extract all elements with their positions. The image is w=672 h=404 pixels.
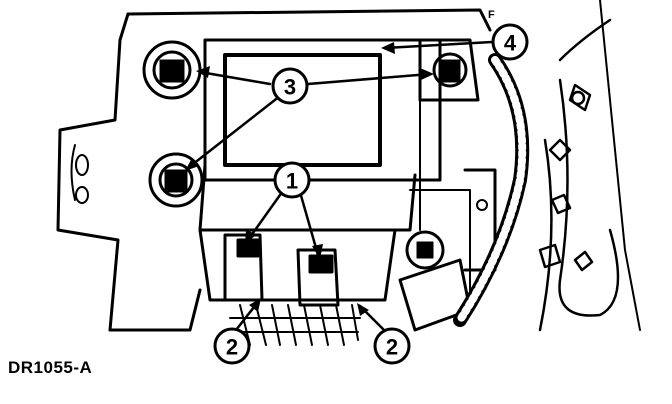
callout-4: 4 [491,23,529,61]
callout-2-right: 2 [373,327,411,365]
ground-bolt [405,230,445,270]
callout-1-label: 1 [286,169,298,194]
leader-arrowheads [185,42,434,316]
callout-4-label: 4 [504,31,517,56]
callout-2-left-label: 2 [226,335,238,360]
callout-3-label: 3 [284,75,296,100]
callout-2-left: 2 [213,327,251,365]
mount-bolt-upper-left [142,40,202,100]
mounting-bracket [56,8,492,332]
callout-1: 1 [273,161,311,199]
electrical-connector-left [223,233,264,302]
callout-2-right-label: 2 [386,335,398,360]
mount-bolt-lower-left [148,152,204,208]
callout-3: 3 [271,67,309,105]
right-side-cables [538,0,641,332]
figure-code: DR1055-A [8,358,93,377]
control-module-body [198,38,471,302]
corner-mark: F [488,9,495,21]
mount-bolt-upper-right [418,38,480,102]
electrical-connector-right [296,248,340,307]
corrugated-wire-loom [453,53,530,327]
